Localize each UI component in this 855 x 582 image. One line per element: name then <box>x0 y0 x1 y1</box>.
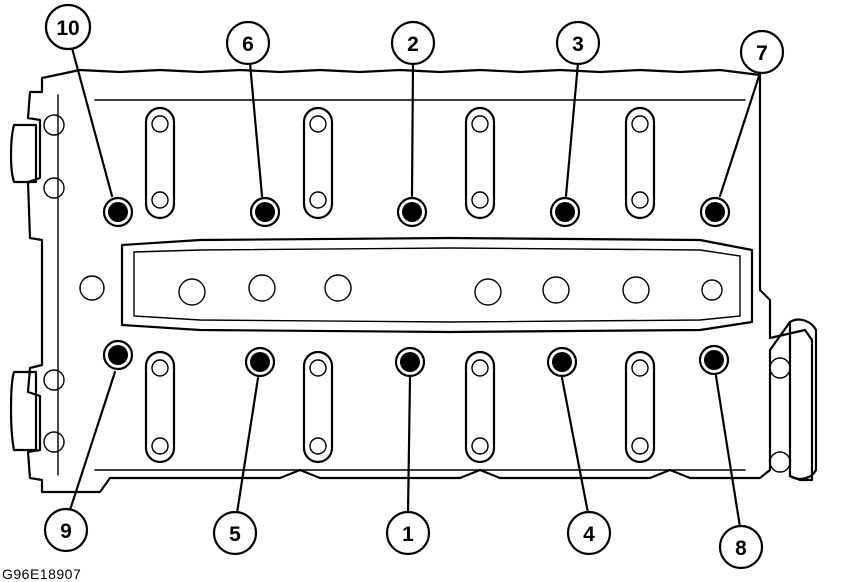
head-bolt <box>244 346 276 378</box>
end-bolts <box>43 114 791 473</box>
callout-5: 5 <box>212 510 258 556</box>
callouts: 10 6 2 3 7 9 5 1 <box>43 3 785 570</box>
head-bolt <box>394 346 426 378</box>
callout-7: 7 <box>739 29 785 75</box>
head-bolt <box>249 196 281 228</box>
svg-text:1: 1 <box>402 523 414 546</box>
callout-10: 10 <box>44 3 92 51</box>
head-bolt <box>102 196 134 228</box>
callout-3: 3 <box>555 20 601 66</box>
head-bolt <box>549 196 581 228</box>
head-bolt <box>698 344 730 376</box>
svg-text:6: 6 <box>242 33 254 56</box>
svg-text:9: 9 <box>60 520 72 543</box>
svg-text:3: 3 <box>572 33 584 56</box>
figure-code: G96E18907 <box>2 566 82 582</box>
svg-text:5: 5 <box>229 523 241 546</box>
svg-text:8: 8 <box>735 537 747 560</box>
callout-1: 1 <box>385 510 431 556</box>
svg-text:4: 4 <box>583 523 595 546</box>
leader-lines <box>68 46 762 529</box>
head-bolt <box>102 339 134 371</box>
svg-text:7: 7 <box>756 42 768 65</box>
svg-text:10: 10 <box>56 17 79 40</box>
camshaft-caps-top <box>144 106 656 220</box>
callout-9: 9 <box>43 507 89 553</box>
head-bolt <box>396 196 428 228</box>
cylinder-head-outline <box>9 68 818 494</box>
head-bolts <box>102 196 731 378</box>
head-bolt <box>546 346 578 378</box>
callout-4: 4 <box>566 510 612 556</box>
spark-plug-gallery <box>79 236 754 334</box>
callout-2: 2 <box>390 20 436 66</box>
callout-8: 8 <box>718 524 764 570</box>
camshaft-caps-bottom <box>144 350 656 464</box>
head-bolt <box>699 196 731 228</box>
callout-6: 6 <box>225 20 271 66</box>
svg-text:2: 2 <box>407 33 419 56</box>
